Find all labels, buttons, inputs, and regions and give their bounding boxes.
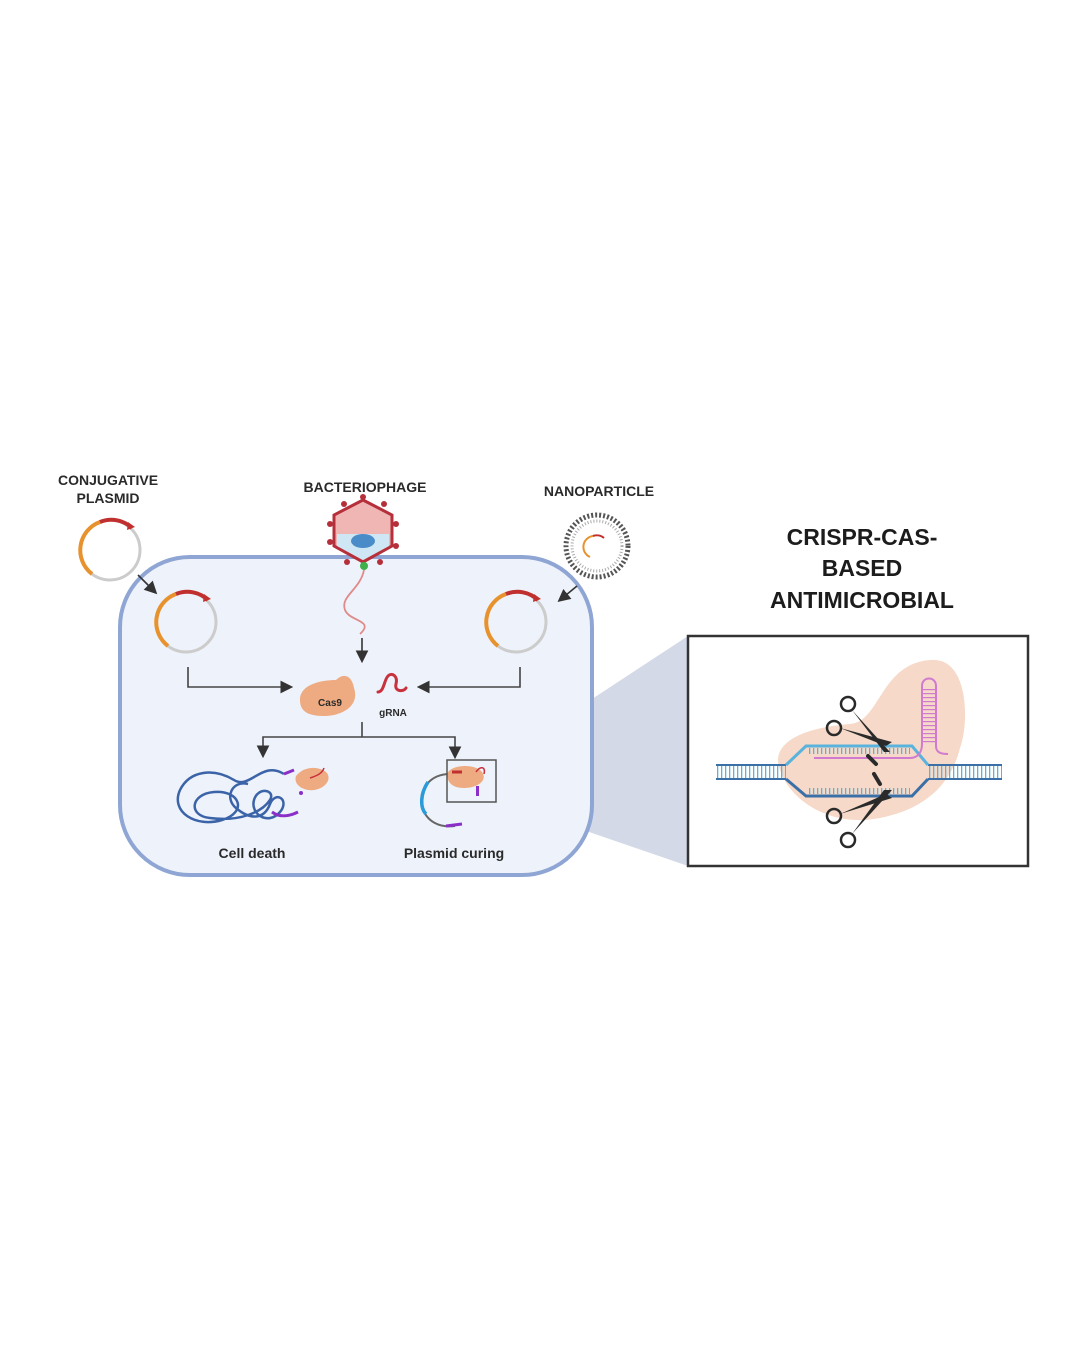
plasmid-curing-label: Plasmid curing — [404, 845, 504, 861]
arrow-nanoparticle-entry — [557, 585, 578, 603]
plasmid-curing-icon — [420, 766, 486, 828]
grna-icon — [376, 672, 408, 694]
arrow-left-to-cas9 — [187, 667, 294, 694]
plasmid-inside-left-icon — [154, 589, 218, 654]
cas9-dna-cleavage-detail — [716, 659, 1002, 849]
bacterial-cell — [118, 555, 594, 877]
arrow-to-cell-death — [256, 736, 362, 759]
cas9-label: Cas9 — [318, 698, 342, 709]
plasmid-inside-right-icon — [484, 589, 548, 654]
arrow-right-to-grna — [416, 667, 521, 694]
bacteriophage-label: BACTERIOPHAGE — [304, 479, 427, 495]
cell-death-label: Cell death — [219, 845, 286, 861]
chromosome-cleavage-icon — [176, 767, 329, 824]
conjugative-plasmid-icon — [78, 517, 142, 582]
title-line1: CRISPR-CAS- — [787, 524, 938, 550]
cas9-protein-icon — [300, 675, 356, 716]
zoom-source-box — [446, 759, 497, 803]
arrow-to-plasmid-curing — [362, 736, 462, 760]
title-line2: BASED — [822, 555, 903, 581]
nanoparticle-label: NANOPARTICLE — [544, 483, 654, 499]
conjugative-plasmid-label-line2: PLASMID — [77, 490, 140, 506]
nanoparticle-icon — [563, 512, 631, 580]
arrow-plasmid-entry — [137, 574, 158, 595]
conjugative-plasmid-label-line1: CONJUGATIVE — [58, 472, 158, 488]
bacteriophage-icon — [327, 494, 399, 635]
grna-label: gRNA — [379, 708, 407, 719]
title-line3: ANTIMICROBIAL — [770, 587, 954, 613]
